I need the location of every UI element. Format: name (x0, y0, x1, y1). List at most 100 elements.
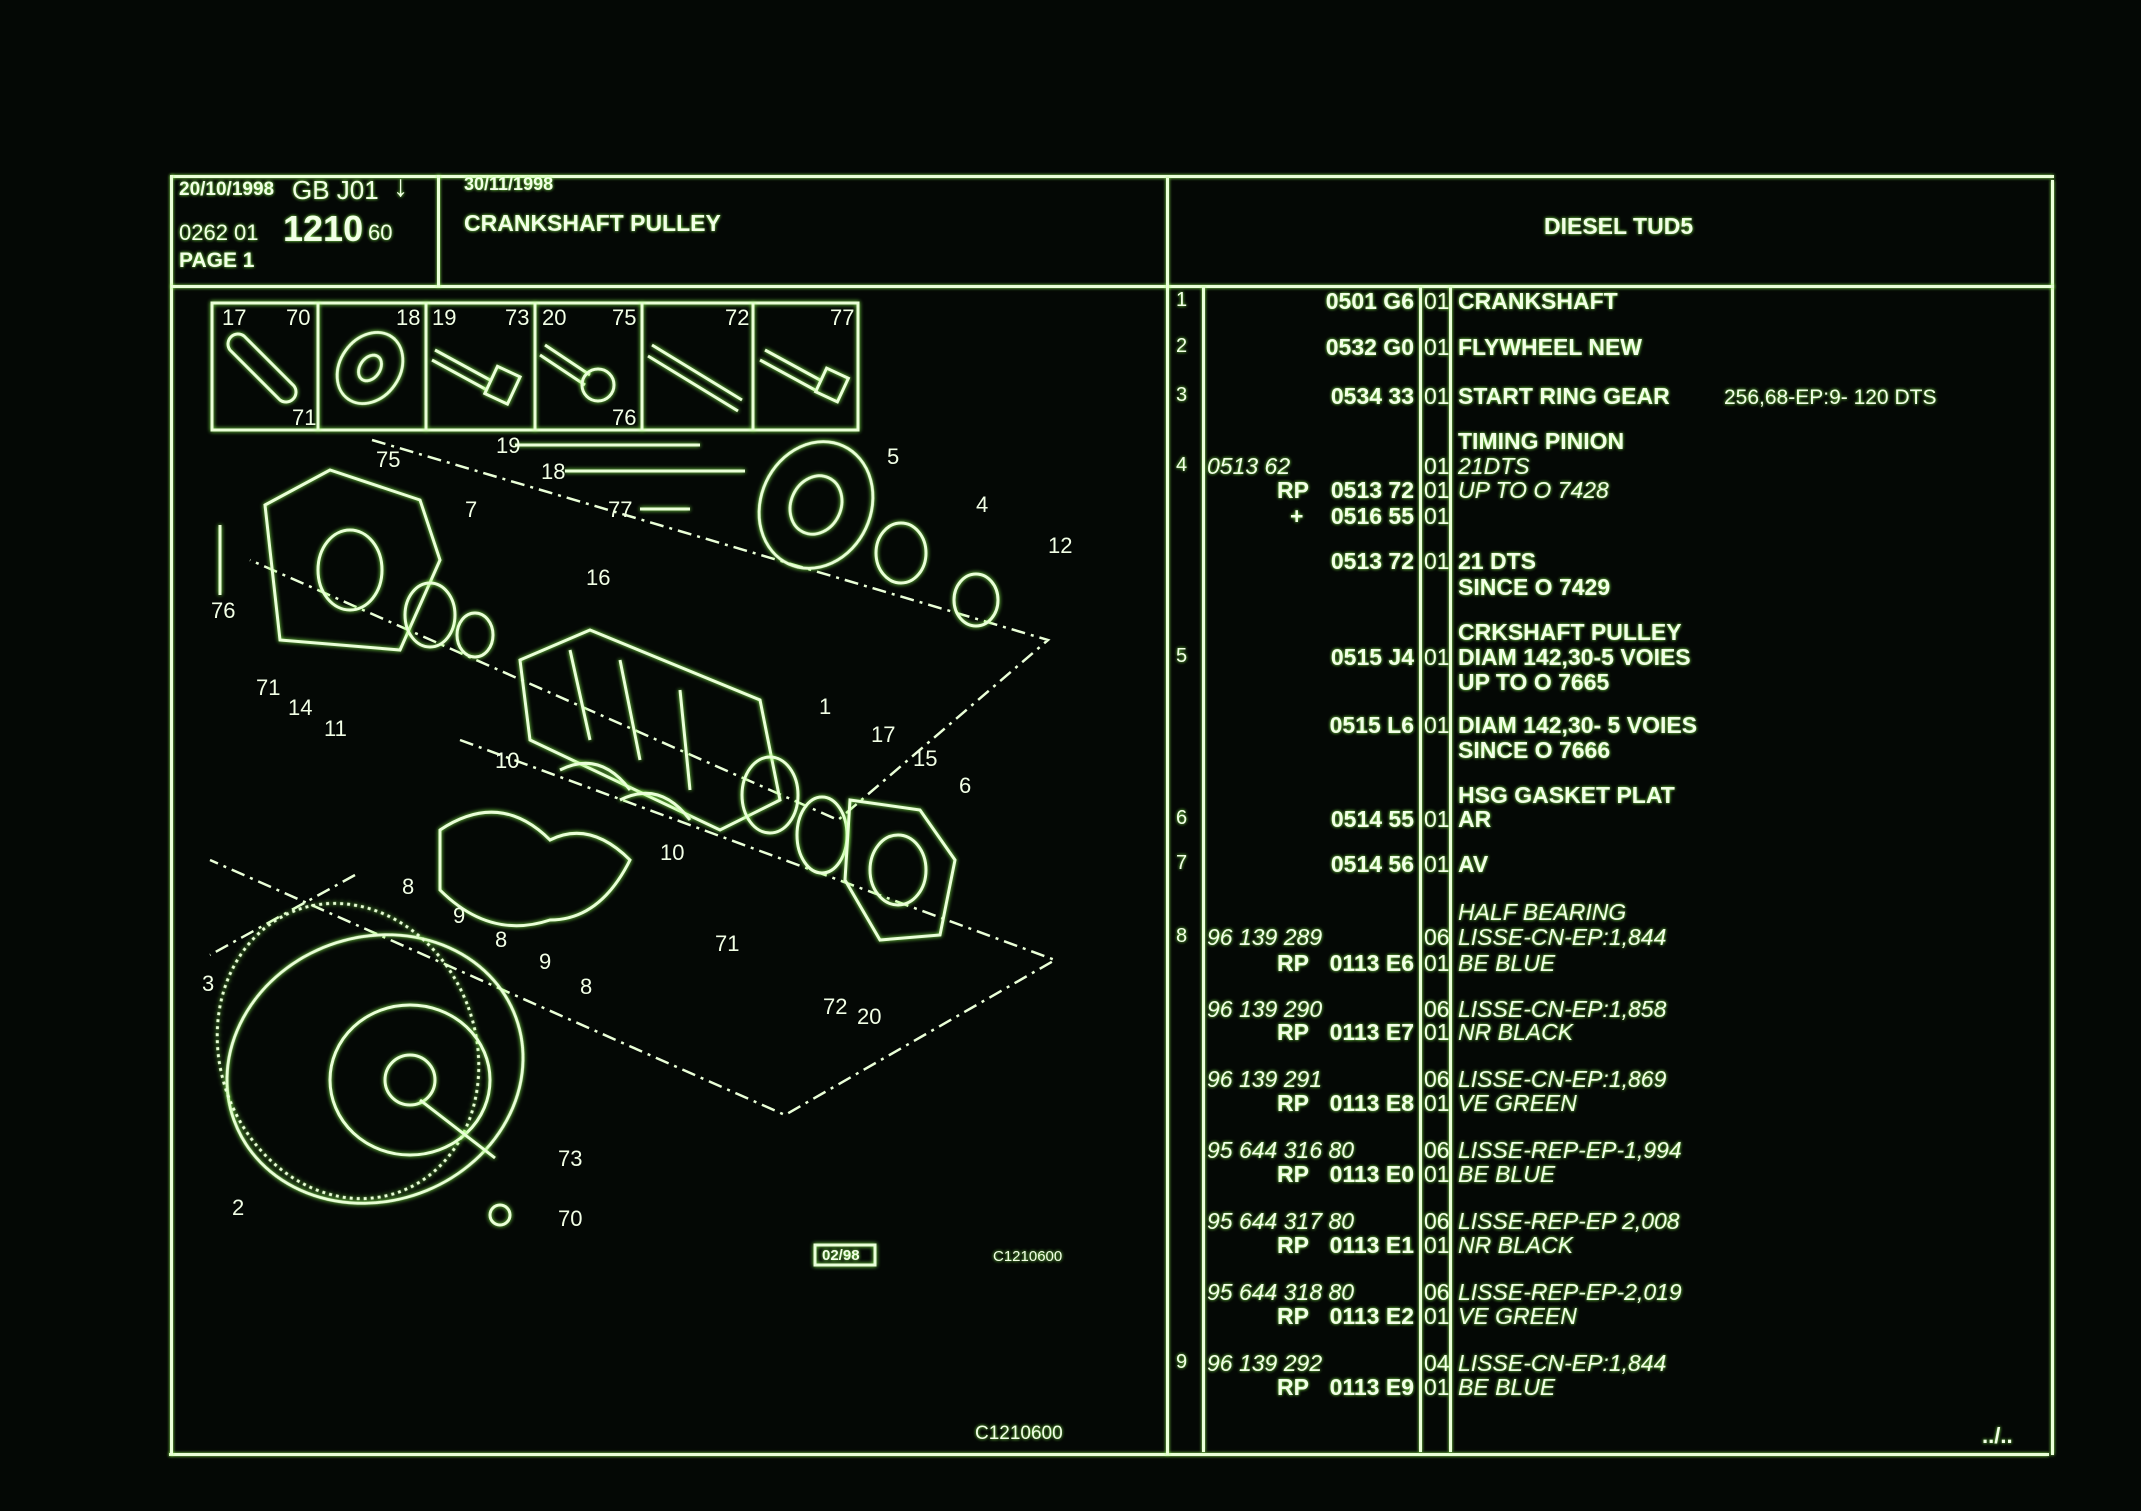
thumbnail-label: 18 (396, 305, 420, 330)
item-number: 8 (1176, 925, 1188, 947)
part-number: 0513 72 (1330, 477, 1414, 503)
diagram-ref-small: C1210600 (993, 1248, 1063, 1265)
callout-label: 1 (819, 694, 831, 719)
quantity: 01 (1424, 1303, 1450, 1329)
description: LISSE-REP-EP 2,008 (1458, 1208, 1680, 1234)
description: LISSE-REP-EP-2,019 (1458, 1279, 1682, 1305)
item-number: 6 (1176, 807, 1188, 829)
description: BE BLUE (1458, 1161, 1556, 1187)
thumbnail-label: 73 (505, 305, 529, 330)
callout-label: 4 (976, 492, 988, 517)
item-number: 2 (1176, 335, 1188, 357)
quantity: 04 (1424, 1350, 1450, 1376)
frame-bottom (169, 1453, 2049, 1456)
engine-title: DIESEL TUD5 (1544, 213, 1694, 239)
description-extra: 256,68-EP:9- 120 DTS (1724, 386, 1937, 409)
part-number: 0532 G0 (1325, 334, 1414, 360)
part-prefix: RP (1277, 477, 1309, 503)
callout-label: 8 (495, 927, 507, 952)
stud-icon (647, 343, 743, 413)
part-number: 0513 72 (1330, 548, 1414, 574)
description: HSG GASKET PLAT (1458, 782, 1675, 808)
quantity: 01 (1424, 288, 1450, 314)
thumbnail-label: 72 (725, 305, 749, 330)
pn-col-line (1419, 287, 1422, 1452)
description: LISSE-CN-EP:1,844 (1458, 924, 1667, 950)
callout-label: 70 (558, 1206, 582, 1231)
part-number: 0113 E6 (1329, 950, 1414, 976)
description: DIAM 142,30- 5 VOIES (1458, 712, 1698, 738)
part-number: 0514 55 (1330, 806, 1414, 832)
alt-part-number: 95 644 316 80 (1207, 1137, 1355, 1163)
alt-part-number: 96 139 291 (1207, 1066, 1323, 1092)
description: UP TO O 7665 (1458, 669, 1610, 695)
callout-label: 16 (586, 565, 610, 590)
quantity: 01 (1424, 1232, 1450, 1258)
callout-label: 8 (402, 874, 414, 899)
description: SINCE O 7429 (1458, 574, 1611, 600)
quantity: 01 (1424, 383, 1450, 409)
ref-main: 1210 (283, 208, 364, 249)
ref-prefix: 0262 01 (179, 220, 259, 245)
quantity: 01 (1424, 548, 1450, 574)
alt-part-number: 96 139 289 (1207, 924, 1323, 950)
part-number: 0113 E8 (1329, 1090, 1414, 1116)
callout-label: 6 (959, 773, 971, 798)
part-number: 0516 55 (1330, 503, 1414, 529)
quantity: 01 (1424, 644, 1450, 670)
thumbnail-label: 75 (612, 305, 636, 330)
description: AV (1458, 851, 1489, 877)
alt-part-number: 95 644 317 80 (1207, 1208, 1355, 1234)
callout-label: 75 (376, 447, 400, 472)
quantity: 06 (1424, 1137, 1450, 1163)
part-prefix: RP (1277, 1374, 1309, 1400)
callout-label: 71 (715, 931, 739, 956)
num-col-line (1202, 287, 1205, 1452)
callout-label: 9 (453, 903, 465, 928)
quantity: 01 (1424, 950, 1450, 976)
callout-label: 72 (823, 994, 847, 1019)
lang-code: GB J01 (292, 175, 379, 205)
bolt-icon (431, 348, 523, 407)
callout-label: 14 (288, 695, 312, 720)
description: LISSE-CN-EP:1,858 (1458, 996, 1667, 1022)
item-number: 3 (1176, 384, 1188, 406)
description: LISSE-REP-EP-1,994 (1458, 1137, 1682, 1163)
description: 21DTS (1458, 453, 1530, 479)
description: BE BLUE (1458, 1374, 1556, 1400)
quantity: 01 (1424, 334, 1450, 360)
page-number: PAGE 1 (179, 249, 255, 272)
part-prefix: RP (1277, 1303, 1309, 1329)
description: VE GREEN (1458, 1090, 1577, 1116)
quantity: 01 (1424, 1161, 1450, 1187)
ref-suffix: 60 (368, 220, 393, 245)
description: HALF BEARING (1458, 899, 1627, 925)
diagram-date-box: 02/98 (822, 1247, 860, 1264)
part-prefix: + (1290, 503, 1304, 529)
description: START RING GEAR (1458, 383, 1670, 409)
part-number: 0515 L6 (1329, 712, 1414, 738)
callout-label: 8 (580, 974, 592, 999)
alt-part-number: 96 139 290 (1207, 996, 1323, 1022)
callout-label: 7 (465, 497, 477, 522)
description: BE BLUE (1458, 950, 1556, 976)
alt-part-number: 0513 62 (1207, 453, 1291, 479)
description: 21 DTS (1458, 548, 1536, 574)
qty-col-line (1449, 287, 1452, 1452)
quantity: 06 (1424, 1208, 1450, 1234)
date-left: 20/10/1998 (179, 179, 275, 200)
frame-top (171, 175, 2054, 178)
description: UP TO O 7428 (1458, 477, 1609, 503)
callout-label: 71 (256, 675, 280, 700)
thumbnail-label: 76 (612, 405, 636, 430)
description: LISSE-CN-EP:1,844 (1458, 1350, 1667, 1376)
thumbnail-label: 20 (542, 305, 566, 330)
description: TIMING PINION (1458, 428, 1625, 454)
description: CRANKSHAFT (1458, 288, 1618, 314)
quantity: 06 (1424, 924, 1450, 950)
callout-label: 9 (539, 949, 551, 974)
callout-label: 17 (871, 722, 895, 747)
quantity: 06 (1424, 996, 1450, 1022)
description: LISSE-CN-EP:1,869 (1458, 1066, 1667, 1092)
